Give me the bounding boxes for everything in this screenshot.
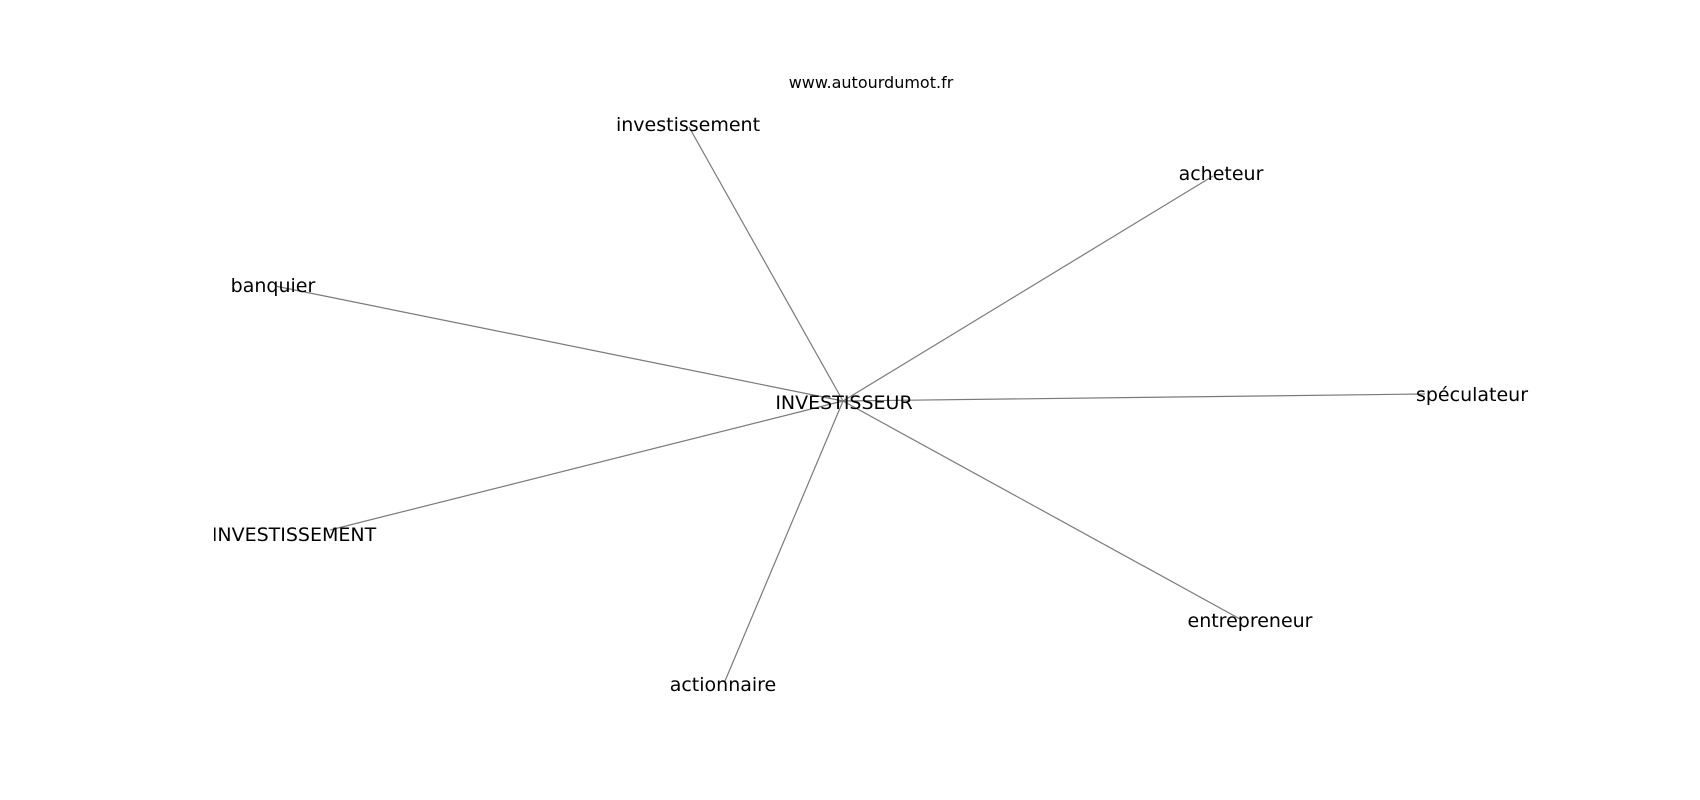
node-label-speculateur: spéculateur <box>1416 384 1528 406</box>
node-label-investissement-upper: INVESTISSEMENT <box>212 524 377 546</box>
edge-investissement <box>688 126 844 402</box>
node-label-entrepreneur: entrepreneur <box>1188 610 1313 632</box>
source-watermark: www.autourdumot.fr <box>789 73 954 92</box>
edge-banquier <box>274 285 844 402</box>
node-label-investissement: investissement <box>616 114 760 136</box>
node-label-actionnaire: actionnaire <box>670 674 777 696</box>
node-label-banquier: banquier <box>231 275 316 297</box>
node-labels-layer: investissement acheteur banquier spéculateu… <box>212 114 1528 696</box>
edge-speculateur <box>842 393 1426 402</box>
edge-acheteur <box>842 175 1214 402</box>
edges-layer <box>274 126 1426 682</box>
center-node-label: INVESTISSEUR <box>775 392 912 414</box>
node-label-acheteur: acheteur <box>1179 163 1264 185</box>
edge-entrepreneur <box>842 400 1241 620</box>
edge-actionnaire <box>724 400 844 682</box>
edge-investissement-upper <box>329 400 844 531</box>
